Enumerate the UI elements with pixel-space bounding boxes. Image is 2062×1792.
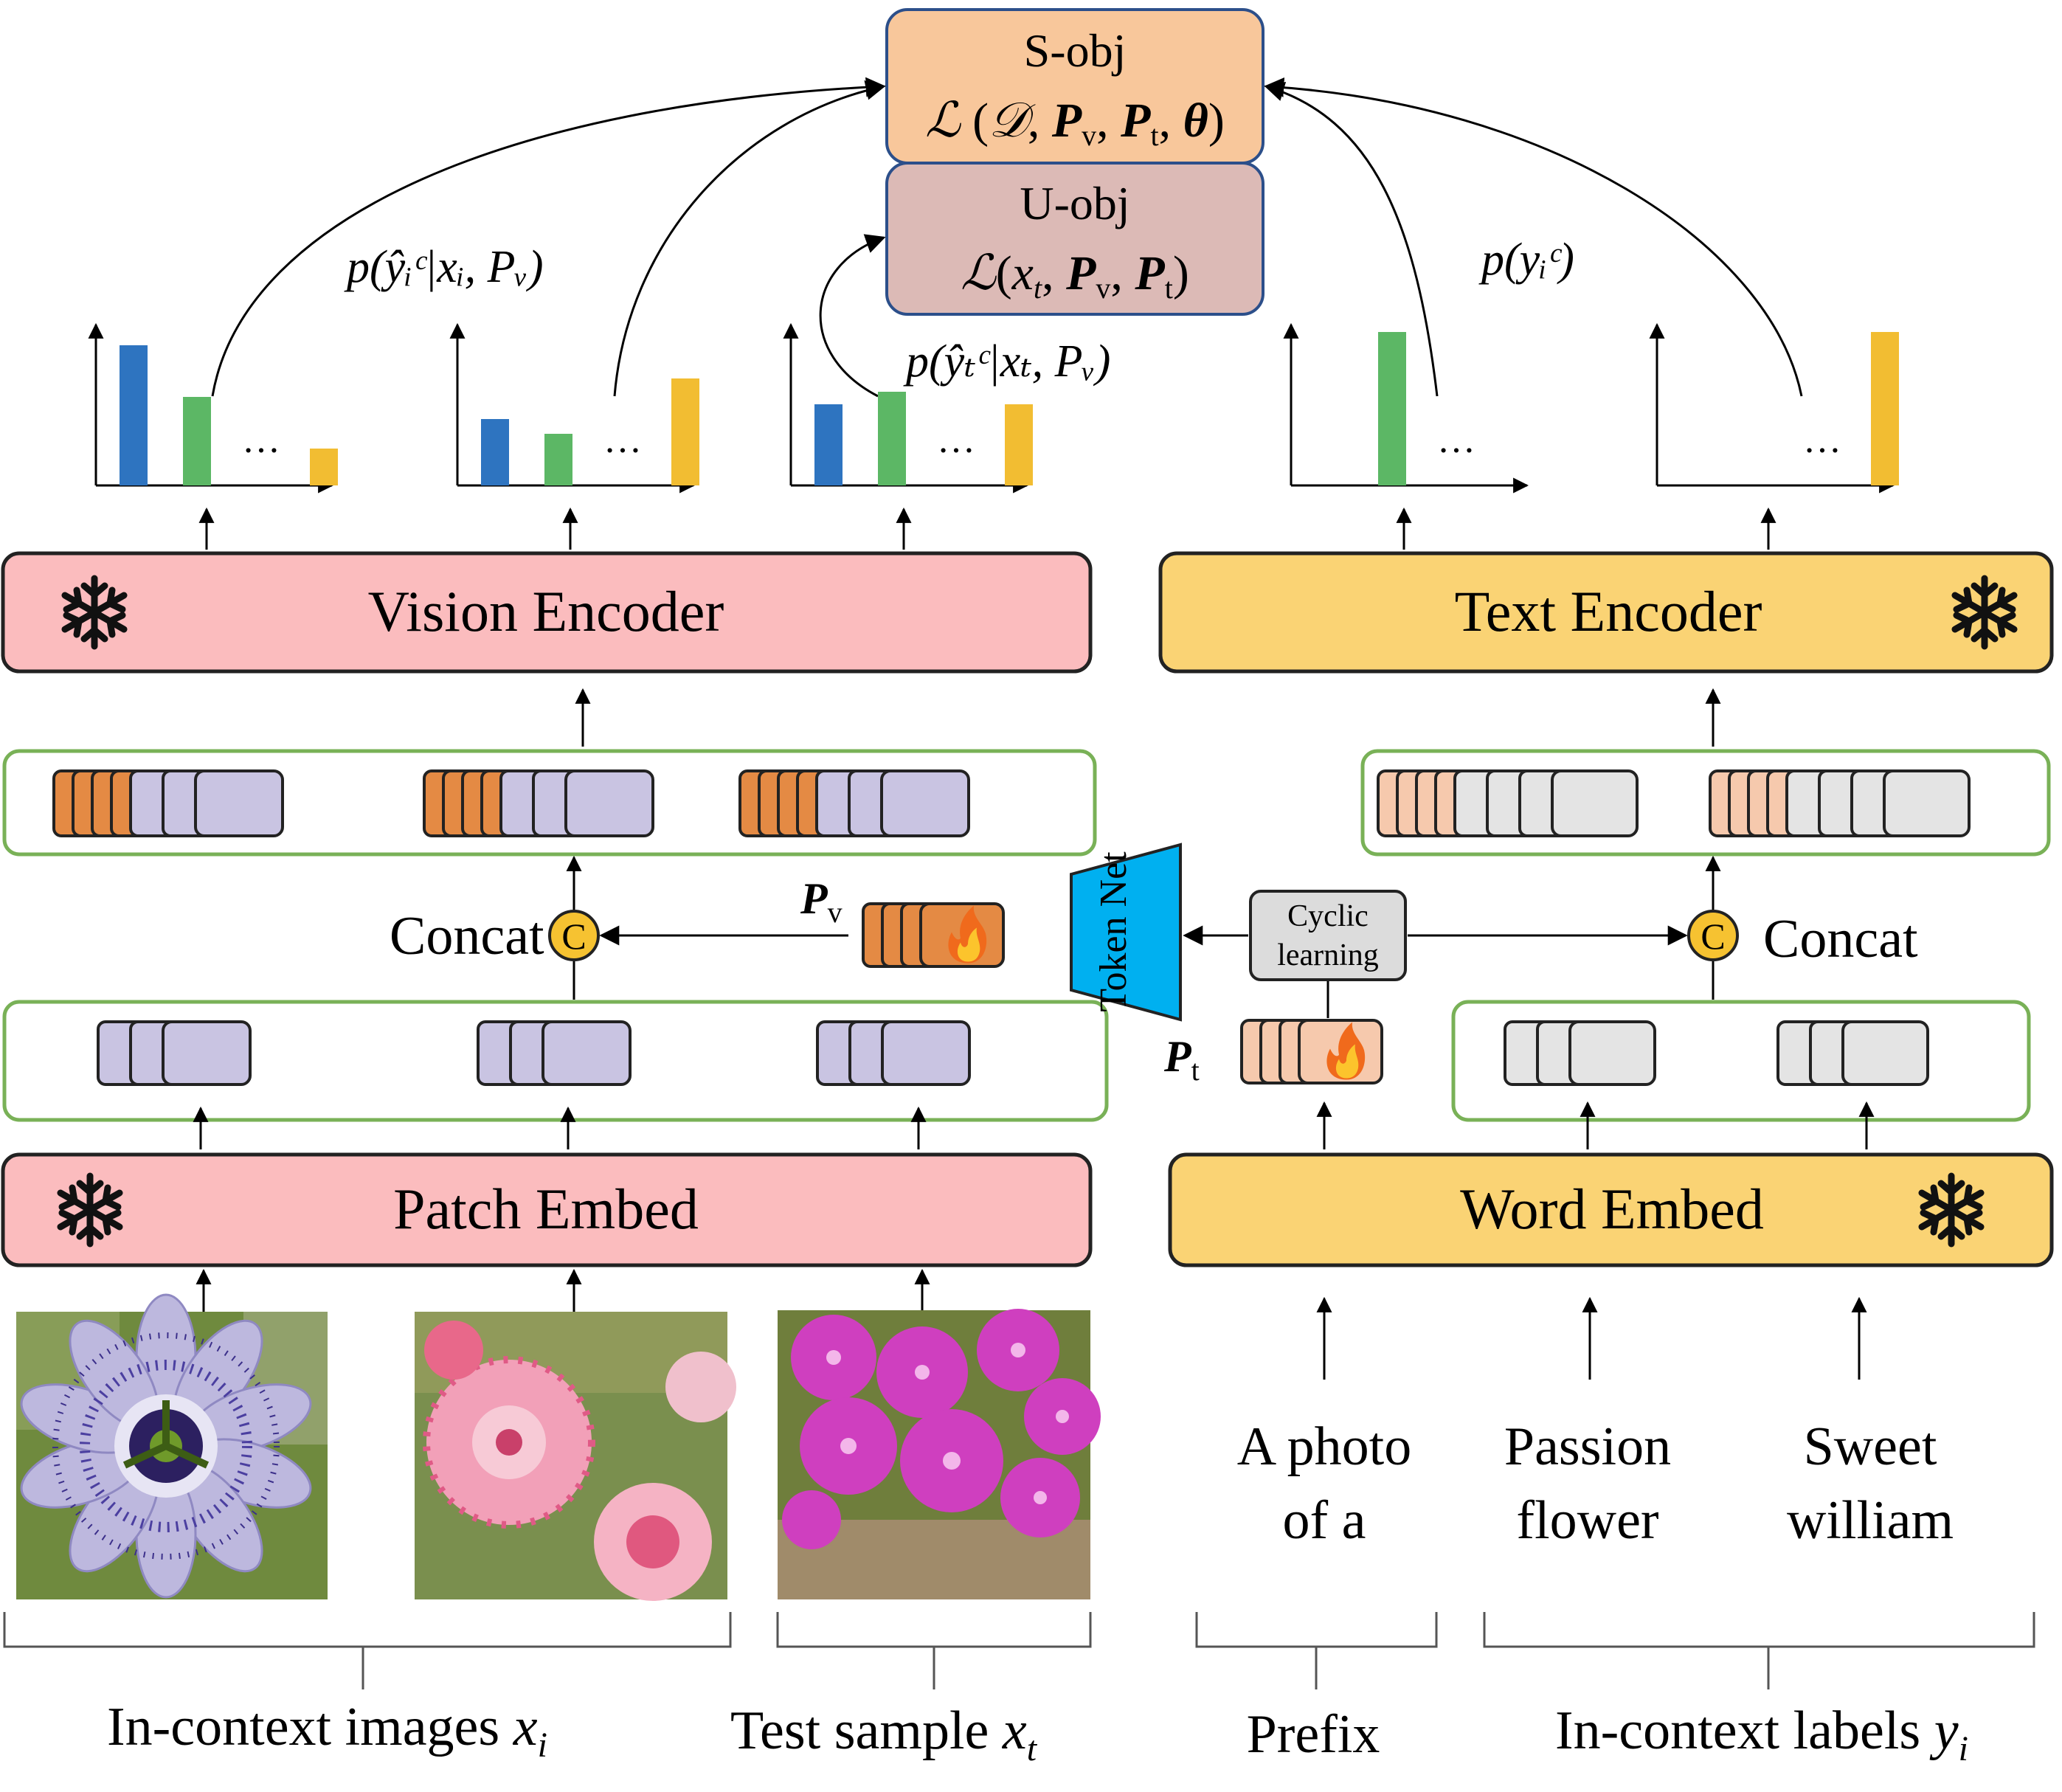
chart-bar <box>1871 332 1899 485</box>
chart-bar <box>878 392 906 485</box>
token <box>880 769 970 837</box>
caption-prefix: Prefix <box>1247 1704 1380 1765</box>
vision-concat-tokens-1 <box>52 769 284 837</box>
token <box>1841 1020 1929 1086</box>
text-concat-tokens-2 <box>1709 769 1971 837</box>
chart-bar <box>1005 404 1033 485</box>
patch-embed: Patch Embed <box>1 1152 1093 1267</box>
probability-charts: … … … … … <box>88 322 1899 494</box>
cyclic-learning-box: Cyclic learning <box>1249 890 1407 981</box>
prob-labels-label: p(yᵢᶜ) <box>1478 235 1574 285</box>
token <box>162 1020 252 1086</box>
vision-concat-tokens-2 <box>423 769 654 837</box>
prefix-line2: of a <box>1283 1490 1366 1551</box>
concat-left-label: Concat <box>390 906 544 966</box>
word-tokens-2 <box>1776 1020 1929 1086</box>
vision-token-container <box>2 749 1097 857</box>
concat-icon <box>548 910 600 961</box>
connector-arrows <box>193 507 1875 1380</box>
chart-ellipsis: … <box>1437 419 1475 461</box>
token <box>1568 1020 1656 1086</box>
patch-token-container <box>2 1000 1109 1122</box>
chart-ellipsis: … <box>603 419 642 461</box>
label2-line2: william <box>1787 1490 1954 1551</box>
chart-bar <box>120 345 148 485</box>
chart-bar <box>671 378 699 485</box>
probability-chart: … <box>88 322 338 494</box>
prompt-visual-label: Pv <box>800 874 843 929</box>
token <box>881 1020 971 1086</box>
text-token-container <box>1360 749 2051 857</box>
passion-flower-image <box>16 1293 328 1599</box>
u-obj-formula: ℒ(xt, Pv, Pt) <box>961 246 1189 305</box>
u-obj-title: U-obj <box>1020 177 1129 229</box>
chart-bar <box>481 419 509 485</box>
patch-tokens-3 <box>816 1020 971 1086</box>
word-embed: Word Embed <box>1168 1152 2054 1267</box>
cyclic-learning-line1: Cyclic <box>1287 899 1369 933</box>
chart-ellipsis: … <box>242 419 280 461</box>
prob-in-context-label: p(ŷᵢᶜ|xᵢ, Pᵥ) <box>344 242 544 292</box>
concat-right: C Concat <box>1687 909 1918 969</box>
caption-in-context-images: In-context images xi <box>107 1697 547 1765</box>
label1-line1: Passion <box>1504 1416 1671 1477</box>
token-stacks <box>52 769 1971 1086</box>
concat-left: C Concat <box>390 906 600 966</box>
label2-line1: Sweet <box>1804 1416 1937 1477</box>
sweet-william-image <box>415 1312 736 1601</box>
probability-chart: … <box>449 322 699 494</box>
s-obj-formula: ℒ (𝒟, Pv, Pt, θ) <box>925 94 1225 152</box>
cyclic-learning-line2: learning <box>1277 938 1379 972</box>
chart-ellipsis: … <box>937 419 975 461</box>
patch-tokens-2 <box>477 1020 632 1086</box>
caption-braces <box>3 1612 2035 1689</box>
text-encoder-label: Text Encoder <box>1455 579 1762 643</box>
probability-chart: … <box>783 322 1033 494</box>
visual-prompt-tokens <box>862 902 1005 968</box>
token <box>194 769 284 837</box>
word-tokens-1 <box>1504 1020 1656 1086</box>
token <box>1883 769 1971 837</box>
svg-text:C: C <box>561 916 586 957</box>
word-embed-label: Word Embed <box>1460 1177 1764 1241</box>
concat-icon <box>1687 910 1739 961</box>
vision-concat-tokens-3 <box>738 769 970 837</box>
concat-right-label: Concat <box>1763 909 1918 969</box>
token <box>564 769 654 837</box>
chart-ellipsis: … <box>1803 419 1841 461</box>
svg-text:C: C <box>1701 916 1725 957</box>
token <box>542 1020 632 1086</box>
token <box>1551 769 1639 837</box>
chart-bar <box>310 449 338 485</box>
vision-encoder-label: Vision Encoder <box>368 579 724 643</box>
prefix-line1: A photo <box>1237 1416 1411 1477</box>
patch-tokens-1 <box>97 1020 252 1086</box>
text-prompt-tokens <box>1240 1019 1383 1084</box>
caption-test-sample: Test sample xt <box>730 1701 1038 1768</box>
token-net: Token Net <box>1070 843 1182 1022</box>
label1-line2: flower <box>1516 1490 1658 1551</box>
chart-bar <box>544 434 572 485</box>
token-net-label: Token Net <box>1093 851 1135 1012</box>
patch-embed-label: Patch Embed <box>393 1177 699 1241</box>
objective-arrows <box>211 77 1803 398</box>
probability-chart: … <box>1283 322 1529 494</box>
chart-bar <box>814 404 843 485</box>
u-obj-box: U-obj ℒ(xt, Pv, Pt) <box>885 162 1264 316</box>
test-phlox-image <box>778 1309 1101 1599</box>
caption-in-context-labels: In-context labels yi <box>1555 1701 1968 1768</box>
vision-encoder: Vision Encoder <box>1 551 1093 674</box>
text-encoder: Text Encoder <box>1158 551 2054 674</box>
probability-chart: … <box>1649 322 1899 494</box>
prob-test-label: p(ŷₜᶜ|xₜ, Pᵥ) <box>903 336 1110 387</box>
word-token-container <box>1451 1000 2031 1122</box>
s-obj-box: S-obj ℒ (𝒟, Pv, Pt, θ) <box>885 8 1264 165</box>
chart-bar <box>1378 332 1406 485</box>
text-concat-tokens-1 <box>1377 769 1639 837</box>
prompt-text-label: Pt <box>1163 1032 1200 1087</box>
chart-bar <box>183 397 211 485</box>
s-obj-title: S-obj <box>1024 24 1127 77</box>
